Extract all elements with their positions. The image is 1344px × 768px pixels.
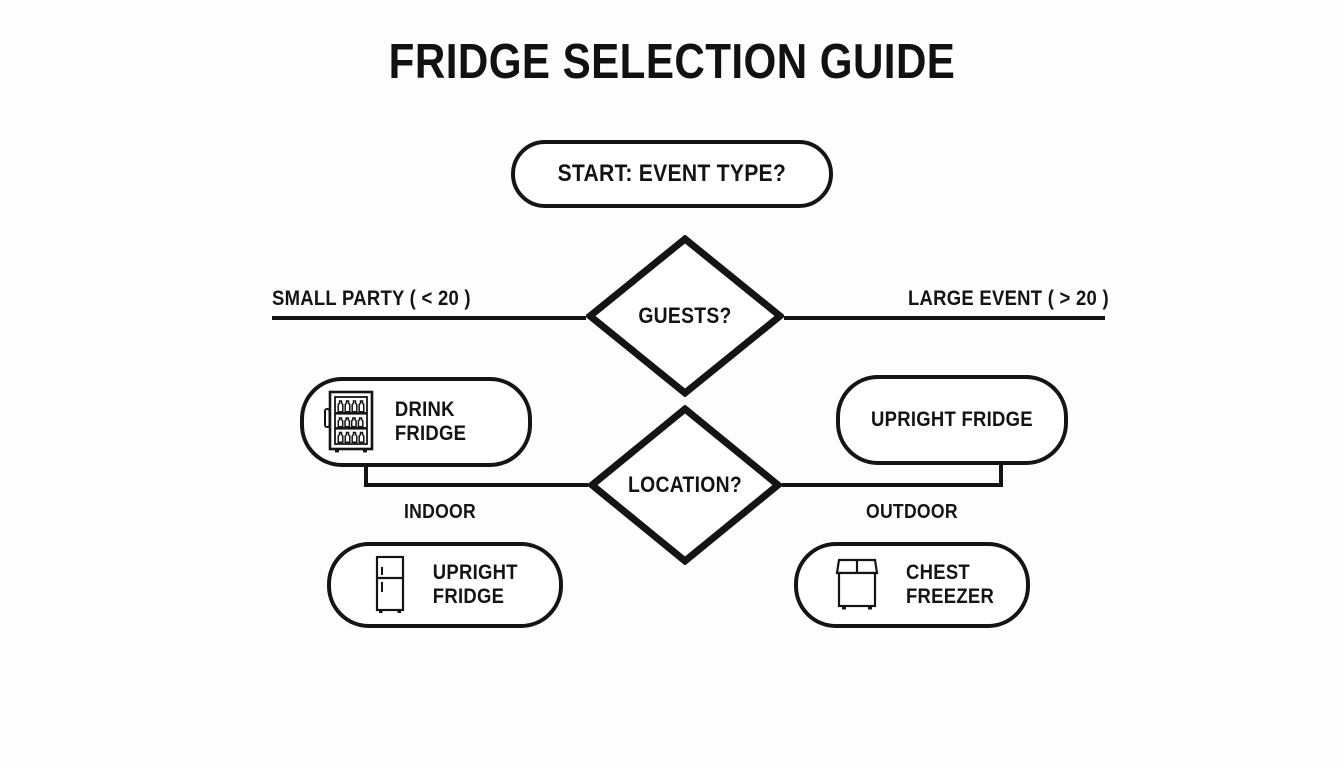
decision-guests-label: GUESTS? — [638, 303, 732, 328]
decision-location-label: LOCATION? — [628, 472, 742, 497]
outcome-chest-freezer-outdoor-label: CHEST FREEZER — [906, 561, 995, 608]
outcome-drink-fridge[interactable]: DRINK FRIDGE — [300, 377, 532, 467]
page-title: FRIDGE SELECTION GUIDE — [388, 35, 956, 89]
chest-freezer-icon — [832, 556, 882, 614]
upright-fridge-icon — [371, 554, 409, 616]
decision-location[interactable]: LOCATION? — [588, 405, 782, 565]
outcome-drink-fridge-label: DRINK FRIDGE — [394, 398, 467, 445]
start-node[interactable]: START: EVENT TYPE? — [511, 140, 833, 208]
edge-location-outdoor — [782, 465, 1003, 487]
diamond-shape — [588, 405, 782, 565]
edge-label-outdoor: OUTDOOR — [866, 501, 958, 523]
diamond-shape — [586, 235, 784, 397]
drink-fridge-icon — [322, 389, 376, 455]
outcome-upright-fridge-indoor-label: UPRIGHT FRIDGE — [432, 561, 518, 608]
outcome-upright-fridge-indoor[interactable]: UPRIGHT FRIDGE — [327, 542, 563, 628]
outcome-upright-fridge-large[interactable]: UPRIGHT FRIDGE — [836, 375, 1068, 465]
outcome-chest-freezer-outdoor[interactable]: CHEST FREEZER — [794, 542, 1030, 628]
decision-guests[interactable]: GUESTS? — [586, 235, 784, 397]
edge-label-small-party: SMALL PARTY ( < 20 ) — [272, 287, 471, 310]
start-node-label: START: EVENT TYPE? — [557, 159, 787, 187]
edge-label-large-event: LARGE EVENT ( > 20 ) — [908, 287, 1109, 310]
edge-location-indoor — [364, 466, 588, 487]
outcome-upright-fridge-large-label: UPRIGHT FRIDGE — [871, 408, 1033, 432]
edge-label-indoor: INDOOR — [404, 501, 476, 523]
